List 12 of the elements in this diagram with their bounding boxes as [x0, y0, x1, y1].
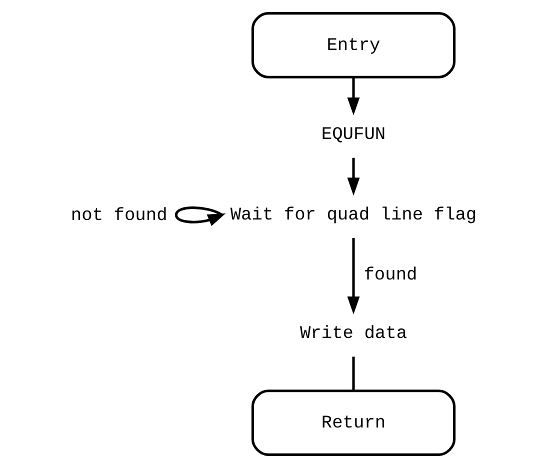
- connector: [352, 356, 355, 391]
- arrow: [347, 238, 360, 314]
- arrow: [347, 158, 360, 196]
- arrow: [347, 77, 360, 116]
- edge-label: found: [364, 266, 418, 286]
- node-text: EQUFUN: [321, 125, 386, 146]
- node-box: Return: [251, 390, 456, 456]
- node-text: Write data: [300, 324, 408, 344]
- arrow: [174, 206, 226, 226]
- node-box: Entry: [251, 12, 456, 78]
- node-text: Wait for quad line flag: [230, 206, 477, 226]
- edge-label: not found: [70, 206, 168, 226]
